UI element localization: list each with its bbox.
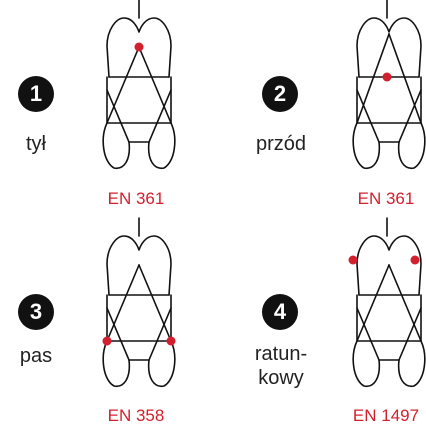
number-badge-1: 1 [18, 76, 54, 112]
standard-label-4: EN 1497 [352, 406, 420, 425]
harness-type-2: 2 przód EN 361 [213, 0, 426, 217]
harness-label-3: pas [19, 345, 53, 367]
anchor-point-front [382, 72, 392, 82]
number-badge-2: 2 [262, 76, 298, 112]
number-badge-3: 3 [18, 294, 54, 330]
harness-diagram-rescue-anchors [348, 217, 426, 387]
anchor-point-back [134, 42, 144, 52]
harness-label-4: ratun- kowy [254, 343, 308, 389]
harness-label-2: przód [255, 133, 307, 155]
anchor-point-waist-right [166, 336, 176, 346]
harness-type-4: 4 ratun- kowy EN 1497 [213, 217, 426, 435]
standard-label-2: EN 361 [357, 189, 415, 208]
number-badge-4: 4 [262, 294, 298, 330]
standard-label-1: EN 361 [107, 189, 165, 208]
harness-type-3: 3 pas EN 358 [0, 217, 213, 435]
harness-diagram-back-anchor [102, 0, 176, 169]
anchor-point-shoulder-right [410, 255, 420, 265]
harness-label-1: tył [26, 133, 46, 155]
harness-diagram-front-anchor [352, 0, 426, 169]
harness-diagram-waist-anchors [102, 217, 176, 387]
standard-label-3: EN 358 [107, 406, 165, 425]
harness-type-1: 1 tył EN 361 [0, 0, 213, 217]
anchor-point-waist-left [102, 336, 112, 346]
anchor-point-shoulder-left [348, 255, 358, 265]
